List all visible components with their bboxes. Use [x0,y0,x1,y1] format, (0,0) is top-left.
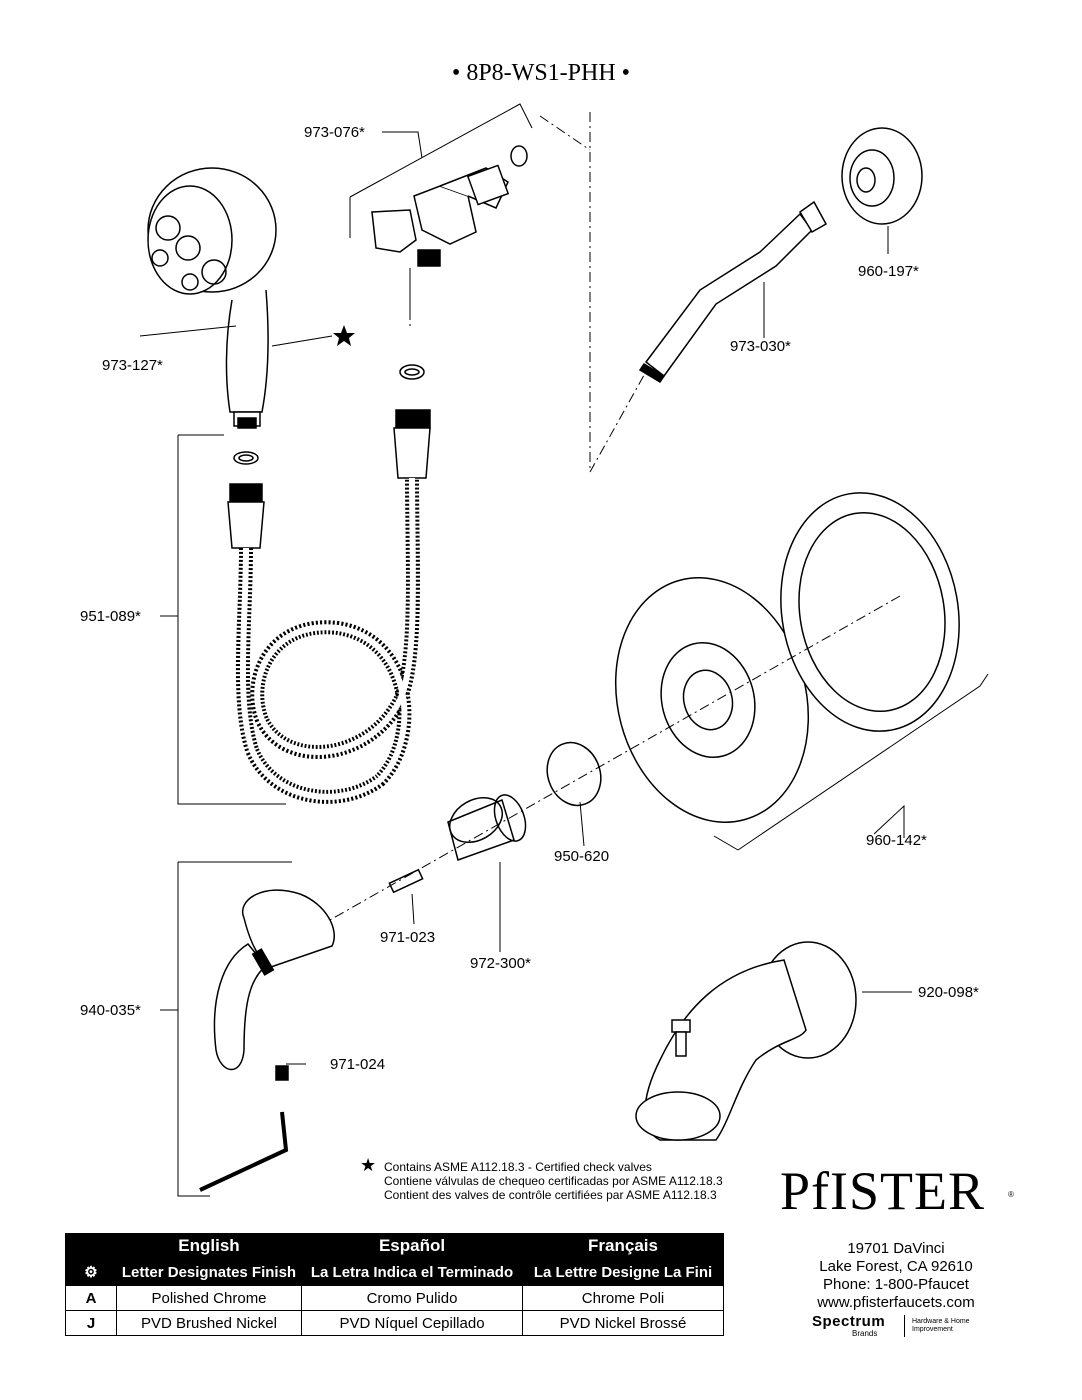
certification-note: ★ Contains ASME A112.18.3 - Certified ch… [360,1155,723,1202]
sleeve [447,794,527,861]
hand-shower-head [147,167,277,429]
legend-desc-spanish: La Letra Indica el Terminado [301,1258,523,1286]
finish-code: J [65,1310,117,1336]
spectrum-brand-logo: Spectrum [812,1313,886,1330]
spectrum-brand-sub: Brands [852,1329,878,1338]
note-french: Contient des valves de contrôle certifié… [384,1188,717,1202]
part-label-971-023: 971-023 [380,929,436,946]
legend-row: A Polished Chrome Cromo Pulido Chrome Po… [65,1285,724,1311]
washer-shower-inner [238,454,254,462]
divider [904,1315,905,1337]
finish-english: PVD Brushed Nickel [116,1310,302,1336]
shower-hose [227,409,431,804]
finish-legend-table: English Español Français ⚙ Letter Design… [65,1233,724,1336]
washer-bracket-inner [404,368,420,376]
part-label-973-030: 973-030* [730,338,791,355]
o-ring [546,741,602,807]
legend-row: J PVD Brushed Nickel PVD Níquel Cepillad… [65,1310,724,1336]
star-icon: ★ [360,1155,377,1175]
lever-handle [213,889,335,1071]
washer-bracket [399,364,425,380]
diagram-title: • 8P8-WS1-PHH • [451,60,631,86]
part-label-960-197: 960-197* [858,263,919,280]
website-link[interactable]: www.pfisterfaucets.com [817,1294,975,1311]
escutcheon-plate [614,492,960,823]
legend-header-english: English [116,1233,302,1259]
part-label-973-127: 973-127* [102,357,163,374]
star-icon [333,325,355,346]
company-address: 19701 DaVinci Lake Forest, CA 92610 Phon… [790,1240,1002,1312]
tub-spout [635,941,857,1141]
finish-french: Chrome Poli [522,1285,724,1311]
legend-header-spanish: Español [301,1233,523,1259]
brand-logo: PfISTER [780,1161,986,1221]
address-street: 19701 DaVinci [847,1240,945,1257]
part-label-951-089: 951-089* [80,608,141,625]
bracket-washer [510,145,528,167]
finish-french: PVD Nickel Brossé [522,1310,724,1336]
legend-desc-french: La Lettre Designe La Fini [522,1258,724,1286]
finish-spanish: Cromo Pulido [301,1285,523,1311]
part-label-940-035: 940-035* [80,1002,141,1019]
stem-extension [388,868,424,894]
registered-mark: ® [1008,1190,1014,1199]
part-label-950-620: 950-620 [554,848,610,865]
legend-desc-english: Letter Designates Finish [116,1258,302,1286]
hex-wrench [199,1111,289,1192]
part-label-971-024: 971-024 [330,1056,386,1073]
finish-english: Polished Chrome [116,1285,302,1311]
set-screw [275,1065,289,1081]
washer-shower [233,451,259,465]
gear-icon: ⚙ [65,1258,117,1286]
part-label-973-076: 973-076* [304,124,365,141]
finish-code: A [65,1285,117,1311]
note-spanish: Contiene válvulas de chequeo certificada… [384,1174,723,1188]
center-lines [329,112,901,921]
legend-header-french: Français [522,1233,724,1259]
phone-number: Phone: 1-800-Pfaucet [823,1276,969,1293]
finish-spanish: PVD Níquel Cepillado [301,1310,523,1336]
part-label-960-142: 960-142* [866,832,927,849]
part-label-972-300: 972-300* [470,955,531,972]
spectrum-division: Hardware & Home Improvement [912,1318,970,1333]
part-label-920-098: 920-098* [918,984,979,1001]
shower-arm [638,200,828,384]
note-english: Contains ASME A112.18.3 - Certified chec… [384,1160,652,1174]
legend-language-row: English Español Français [65,1233,724,1259]
legend-description-row: ⚙ Letter Designates Finish La Letra Indi… [65,1258,724,1286]
address-city: Lake Forest, CA 92610 [819,1258,973,1275]
shower-bracket [371,164,510,267]
shower-arm-flange [841,127,923,225]
